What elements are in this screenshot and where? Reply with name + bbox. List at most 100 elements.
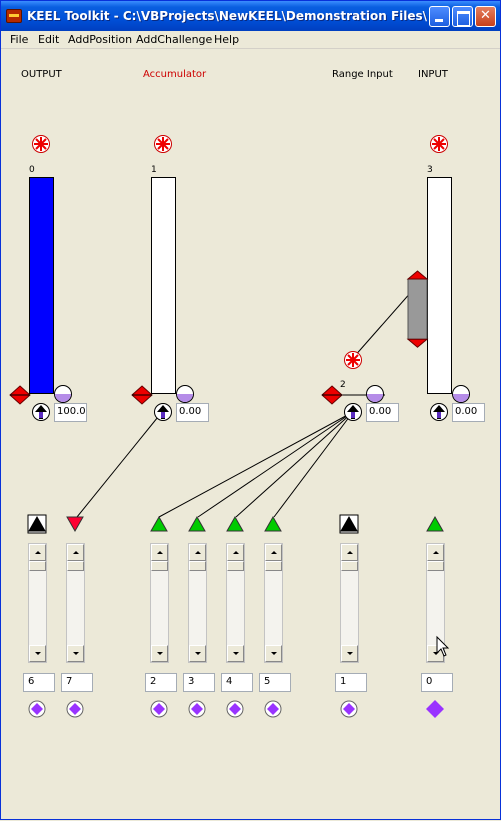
menu-addposition[interactable]: AddPosition <box>68 33 133 46</box>
input-index-field[interactable]: 4 <box>221 673 253 692</box>
range-handle[interactable] <box>406 270 429 348</box>
accumulator-value[interactable]: 0.00 <box>176 403 209 422</box>
purple-diamond-icon[interactable] <box>426 700 444 718</box>
purple-diamond-icon[interactable] <box>188 700 206 718</box>
input-value[interactable]: 0.00 <box>452 403 485 422</box>
scroll-down-icon[interactable] <box>29 645 46 662</box>
scroll-down-icon[interactable] <box>265 645 282 662</box>
app-icon <box>6 9 22 23</box>
scroll-thumb[interactable] <box>151 561 168 571</box>
panel-index: 1 <box>151 165 157 175</box>
purple-diamond-icon[interactable] <box>66 700 84 718</box>
up-arrow-icon[interactable] <box>344 403 362 421</box>
triangle-up-icon[interactable] <box>263 514 283 534</box>
purple-circle-icon[interactable] <box>176 385 194 403</box>
asterisk-reset-icon[interactable] <box>154 135 172 153</box>
purple-diamond-icon[interactable] <box>340 700 358 718</box>
asterisk-reset-icon[interactable] <box>344 351 362 369</box>
input-index-field[interactable]: 5 <box>259 673 291 692</box>
scroll-thumb[interactable] <box>227 561 244 571</box>
menu-file[interactable]: File <box>10 33 29 46</box>
purple-circle-icon[interactable] <box>366 385 384 403</box>
scroll-thumb[interactable] <box>341 561 358 571</box>
scroll-thumb[interactable] <box>189 561 206 571</box>
input-index-field[interactable]: 0 <box>421 673 453 692</box>
triangle-up-icon[interactable] <box>225 514 245 534</box>
red-diamond-icon[interactable] <box>131 385 153 405</box>
title-bar[interactable]: KEEL Toolkit - C:\VBProjects\NewKEEL\Dem… <box>1 1 500 31</box>
up-arrow-icon[interactable] <box>430 403 448 421</box>
scroll-up-icon[interactable] <box>151 544 168 561</box>
red-diamond-icon[interactable] <box>9 385 31 405</box>
red-diamond-icon[interactable] <box>321 385 343 405</box>
scroll-up-icon[interactable] <box>227 544 244 561</box>
panel-label-range-input: Range Input <box>332 69 393 80</box>
input-index-field[interactable]: 1 <box>335 673 367 692</box>
minimize-button[interactable] <box>429 6 450 27</box>
triangle-up-icon[interactable] <box>425 514 445 534</box>
weight-scrollbar[interactable] <box>150 543 169 663</box>
input-index-field[interactable]: 2 <box>145 673 177 692</box>
close-button[interactable]: ✕ <box>475 6 496 27</box>
up-arrow-icon[interactable] <box>32 403 50 421</box>
scroll-thumb[interactable] <box>29 561 46 571</box>
scroll-thumb[interactable] <box>265 561 282 571</box>
purple-diamond-icon[interactable] <box>150 700 168 718</box>
purple-circle-icon[interactable] <box>54 385 72 403</box>
close-icon: ✕ <box>480 8 491 23</box>
range-handle-graphic <box>406 270 429 348</box>
weight-scrollbar[interactable] <box>188 543 207 663</box>
triangle-up-icon[interactable] <box>149 514 169 534</box>
weight-scrollbar[interactable] <box>28 543 47 663</box>
range-bottom-arrow-icon[interactable] <box>406 338 429 348</box>
panel-index: 3 <box>427 165 433 175</box>
purple-circle-icon[interactable] <box>452 385 470 403</box>
panel-label-input: INPUT <box>418 69 448 80</box>
scroll-up-icon[interactable] <box>265 544 282 561</box>
scroll-up-icon[interactable] <box>427 544 444 561</box>
triangle-up-icon[interactable] <box>187 514 207 534</box>
weight-scrollbar[interactable] <box>264 543 283 663</box>
panel-label-accumulator: Accumulator <box>143 69 207 80</box>
weight-scrollbar[interactable] <box>66 543 85 663</box>
scroll-up-icon[interactable] <box>189 544 206 561</box>
purple-diamond-icon[interactable] <box>264 700 282 718</box>
scroll-up-icon[interactable] <box>67 544 84 561</box>
scroll-down-icon[interactable] <box>67 645 84 662</box>
scroll-thumb[interactable] <box>67 561 84 571</box>
input-index-field[interactable]: 7 <box>61 673 93 692</box>
triangle-up-icon[interactable] <box>27 514 47 534</box>
purple-diamond-icon[interactable] <box>226 700 244 718</box>
menu-edit[interactable]: Edit <box>38 33 60 46</box>
menu-addchallenge[interactable]: AddChallenge <box>136 33 213 46</box>
weight-scrollbar[interactable] <box>340 543 359 663</box>
triangle-up-icon[interactable] <box>339 514 359 534</box>
range-top-arrow-icon[interactable] <box>406 270 429 280</box>
purple-diamond-icon[interactable] <box>28 700 46 718</box>
weight-scrollbar[interactable] <box>426 543 445 663</box>
menu-help[interactable]: Help <box>214 33 240 46</box>
scroll-down-icon[interactable] <box>151 645 168 662</box>
triangle-down-icon[interactable] <box>65 514 85 534</box>
maximize-button[interactable] <box>452 6 473 27</box>
scroll-down-icon[interactable] <box>227 645 244 662</box>
scroll-down-icon[interactable] <box>341 645 358 662</box>
scroll-up-icon[interactable] <box>341 544 358 561</box>
output-bar-fill <box>30 178 53 393</box>
output-value[interactable]: 100.0 <box>54 403 87 422</box>
input-index-field[interactable]: 3 <box>183 673 215 692</box>
scroll-down-icon[interactable] <box>189 645 206 662</box>
menu-bar: File Edit AddPosition AddChallenge Help <box>1 31 500 49</box>
input-index-field[interactable]: 6 <box>23 673 55 692</box>
up-arrow-icon[interactable] <box>154 403 172 421</box>
panel-index: 0 <box>29 165 35 175</box>
scroll-thumb[interactable] <box>427 561 444 571</box>
weight-scrollbar[interactable] <box>226 543 245 663</box>
scroll-up-icon[interactable] <box>29 544 46 561</box>
output-bar <box>29 177 54 394</box>
asterisk-reset-icon[interactable] <box>430 135 448 153</box>
range-input-value[interactable]: 0.00 <box>366 403 399 422</box>
asterisk-reset-icon[interactable] <box>32 135 50 153</box>
